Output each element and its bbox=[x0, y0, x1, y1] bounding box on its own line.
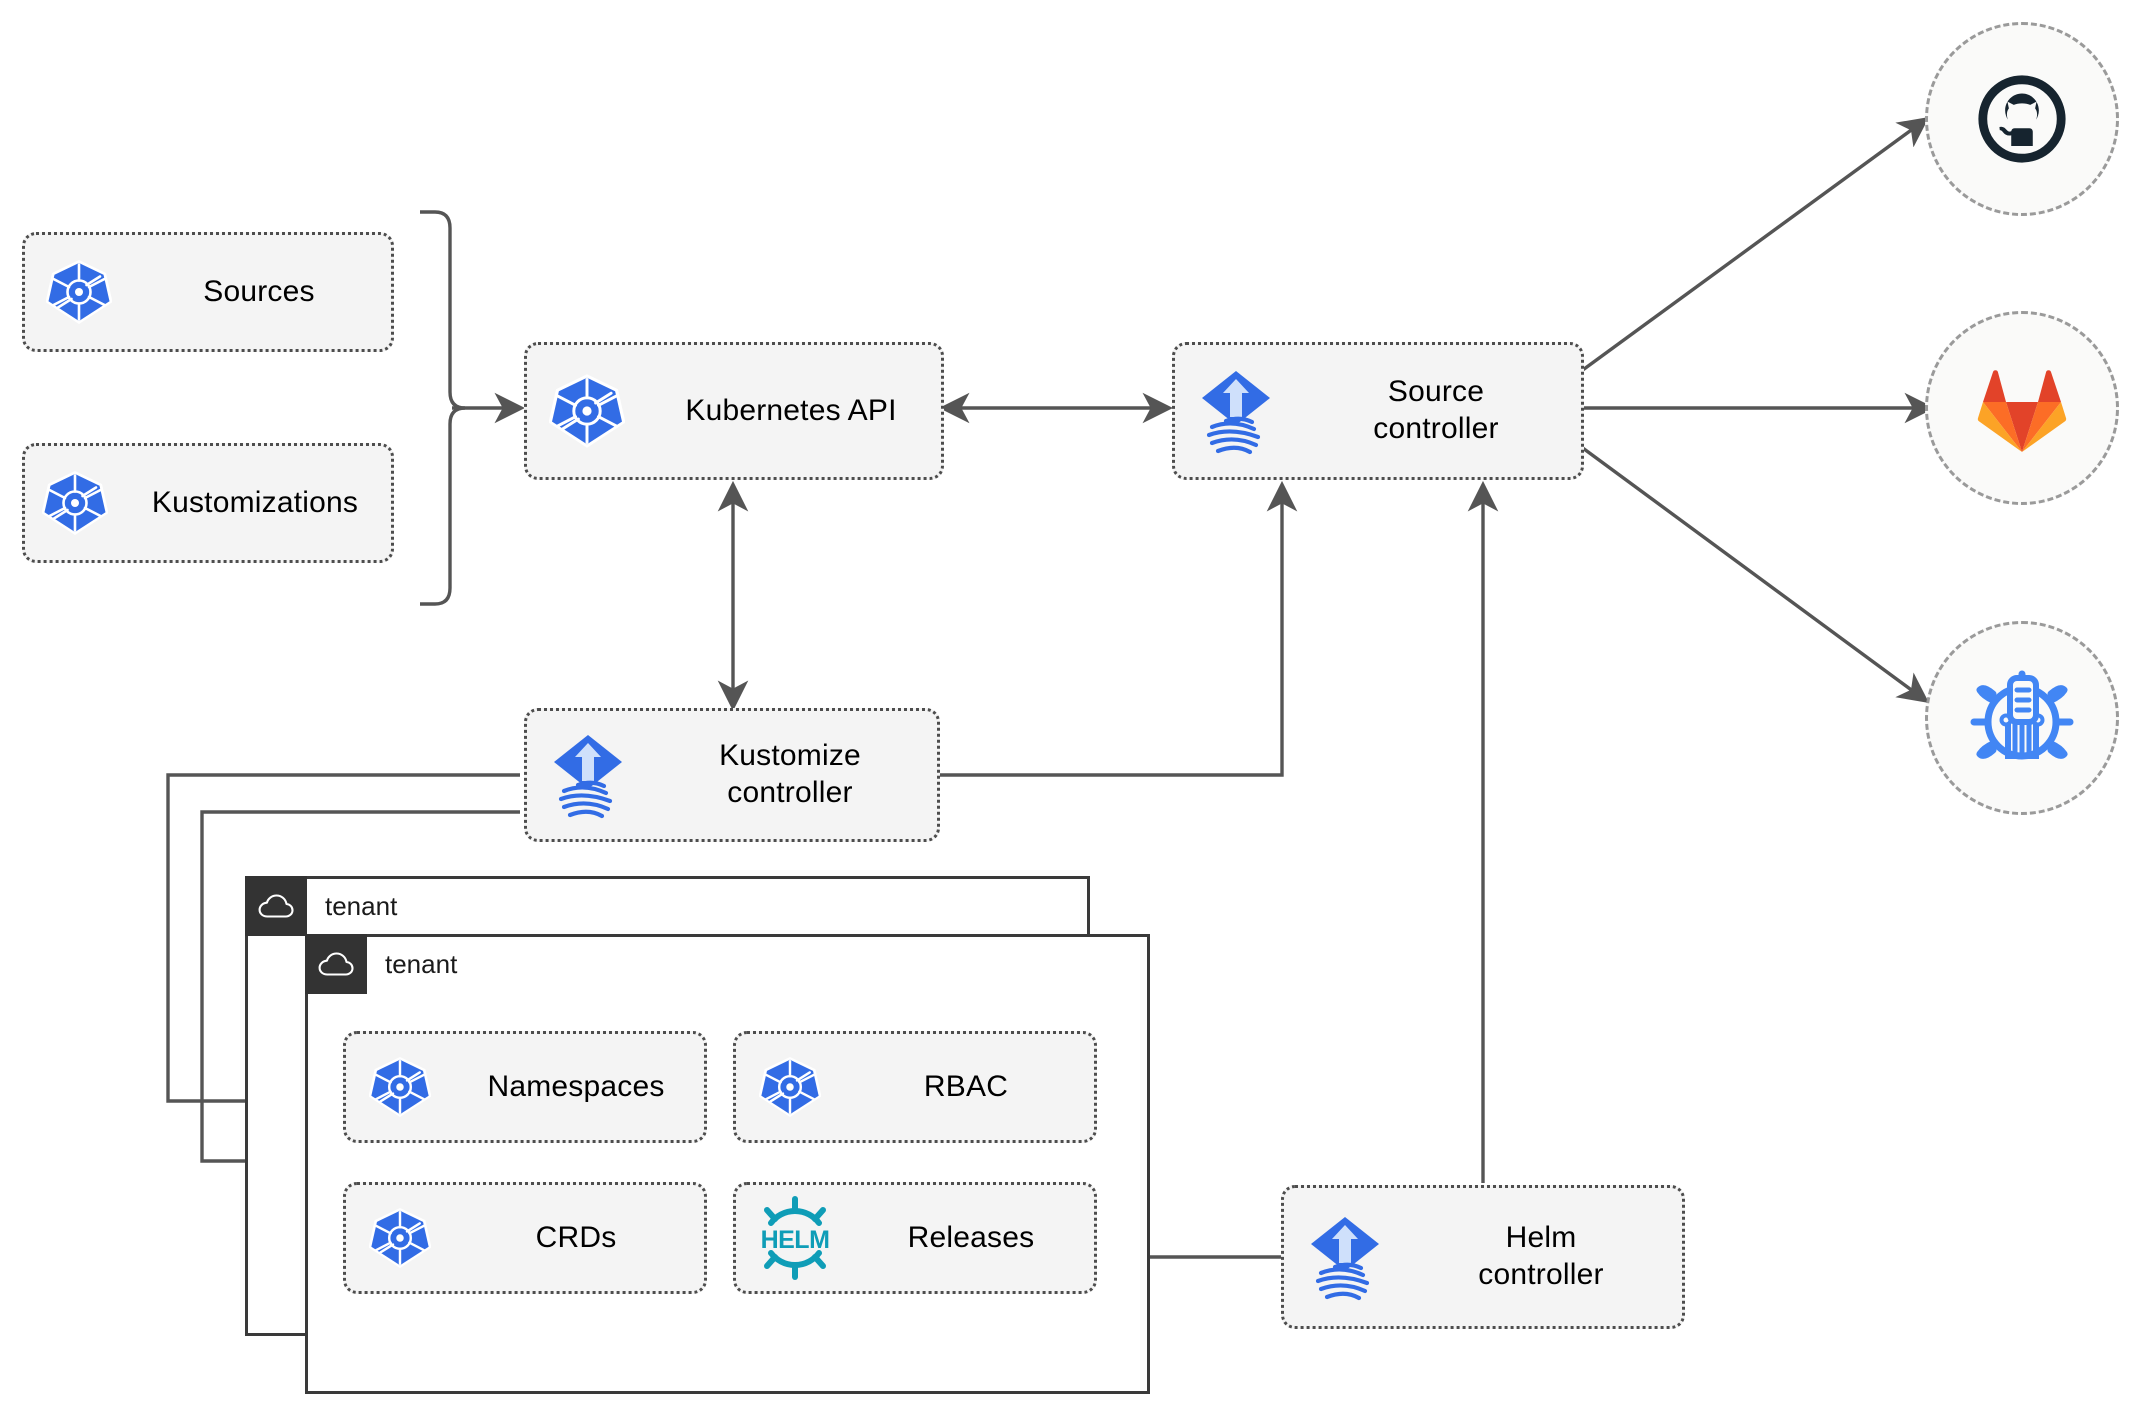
node-kustomizations-label: Kustomizations bbox=[151, 485, 359, 519]
node-source-controller[interactable]: Source controller bbox=[1172, 342, 1584, 480]
tenant-outer-label: tenant bbox=[307, 890, 398, 922]
node-kubernetes-api[interactable]: Kubernetes API bbox=[524, 342, 944, 480]
node-releases-label: Releases bbox=[907, 1220, 1035, 1254]
kubernetes-icon bbox=[25, 258, 133, 326]
kubernetes-icon bbox=[346, 1206, 454, 1270]
endpoint-gitlab[interactable] bbox=[1925, 311, 2119, 505]
node-rbac-label: RBAC bbox=[923, 1069, 1009, 1103]
node-namespaces[interactable]: Namespaces bbox=[343, 1031, 707, 1143]
endpoint-helm-repository[interactable] bbox=[1925, 621, 2119, 815]
edge-source-to-github bbox=[1578, 116, 1930, 374]
node-rbac[interactable]: RBAC bbox=[733, 1031, 1097, 1143]
kubernetes-icon bbox=[527, 372, 647, 450]
node-kustomizations[interactable]: Kustomizations bbox=[22, 443, 394, 563]
helm-icon: HELM bbox=[736, 1195, 854, 1281]
flux-icon bbox=[1284, 1211, 1406, 1303]
sources-group-bracket bbox=[420, 210, 466, 606]
cloud-icon bbox=[305, 934, 367, 994]
svg-text:HELM: HELM bbox=[761, 1226, 830, 1254]
tenant-inner-tab: tenant bbox=[305, 934, 458, 994]
kubernetes-icon bbox=[25, 469, 125, 537]
node-kubernetes-api-label: Kubernetes API bbox=[685, 393, 897, 427]
tenant-outer-tab: tenant bbox=[245, 876, 398, 936]
node-namespaces-label: Namespaces bbox=[487, 1069, 665, 1103]
node-kustomize-controller-label: Kustomize controller bbox=[719, 739, 861, 809]
gitlab-icon bbox=[1977, 370, 2067, 452]
helm-repo-icon bbox=[1970, 670, 2074, 760]
kubernetes-icon bbox=[736, 1055, 844, 1119]
edge-source-to-helmrepo bbox=[1578, 444, 1930, 704]
kubernetes-icon bbox=[346, 1055, 454, 1119]
edge-kustomizecontroller-sourcecontroller bbox=[940, 480, 1298, 777]
node-source-controller-label: Source controller bbox=[1373, 375, 1499, 445]
tenant-inner-label: tenant bbox=[367, 948, 458, 980]
node-helm-controller[interactable]: Helm controller bbox=[1281, 1185, 1685, 1329]
node-releases[interactable]: HELM Releases bbox=[733, 1182, 1097, 1294]
node-kustomize-controller[interactable]: Kustomize controller bbox=[524, 708, 940, 842]
node-sources[interactable]: Sources bbox=[22, 232, 394, 352]
tenant-container-inner[interactable]: tenant bbox=[305, 934, 1150, 1394]
node-helm-controller-label: Helm controller bbox=[1478, 1221, 1604, 1291]
endpoint-github[interactable] bbox=[1925, 22, 2119, 216]
node-sources-label: Sources bbox=[203, 274, 315, 308]
node-crds[interactable]: CRDs bbox=[343, 1182, 707, 1294]
flux-icon bbox=[1175, 365, 1297, 457]
node-crds-label: CRDs bbox=[535, 1220, 617, 1254]
flux-icon bbox=[527, 729, 649, 821]
github-icon bbox=[1978, 75, 2066, 163]
cloud-icon bbox=[245, 876, 307, 936]
